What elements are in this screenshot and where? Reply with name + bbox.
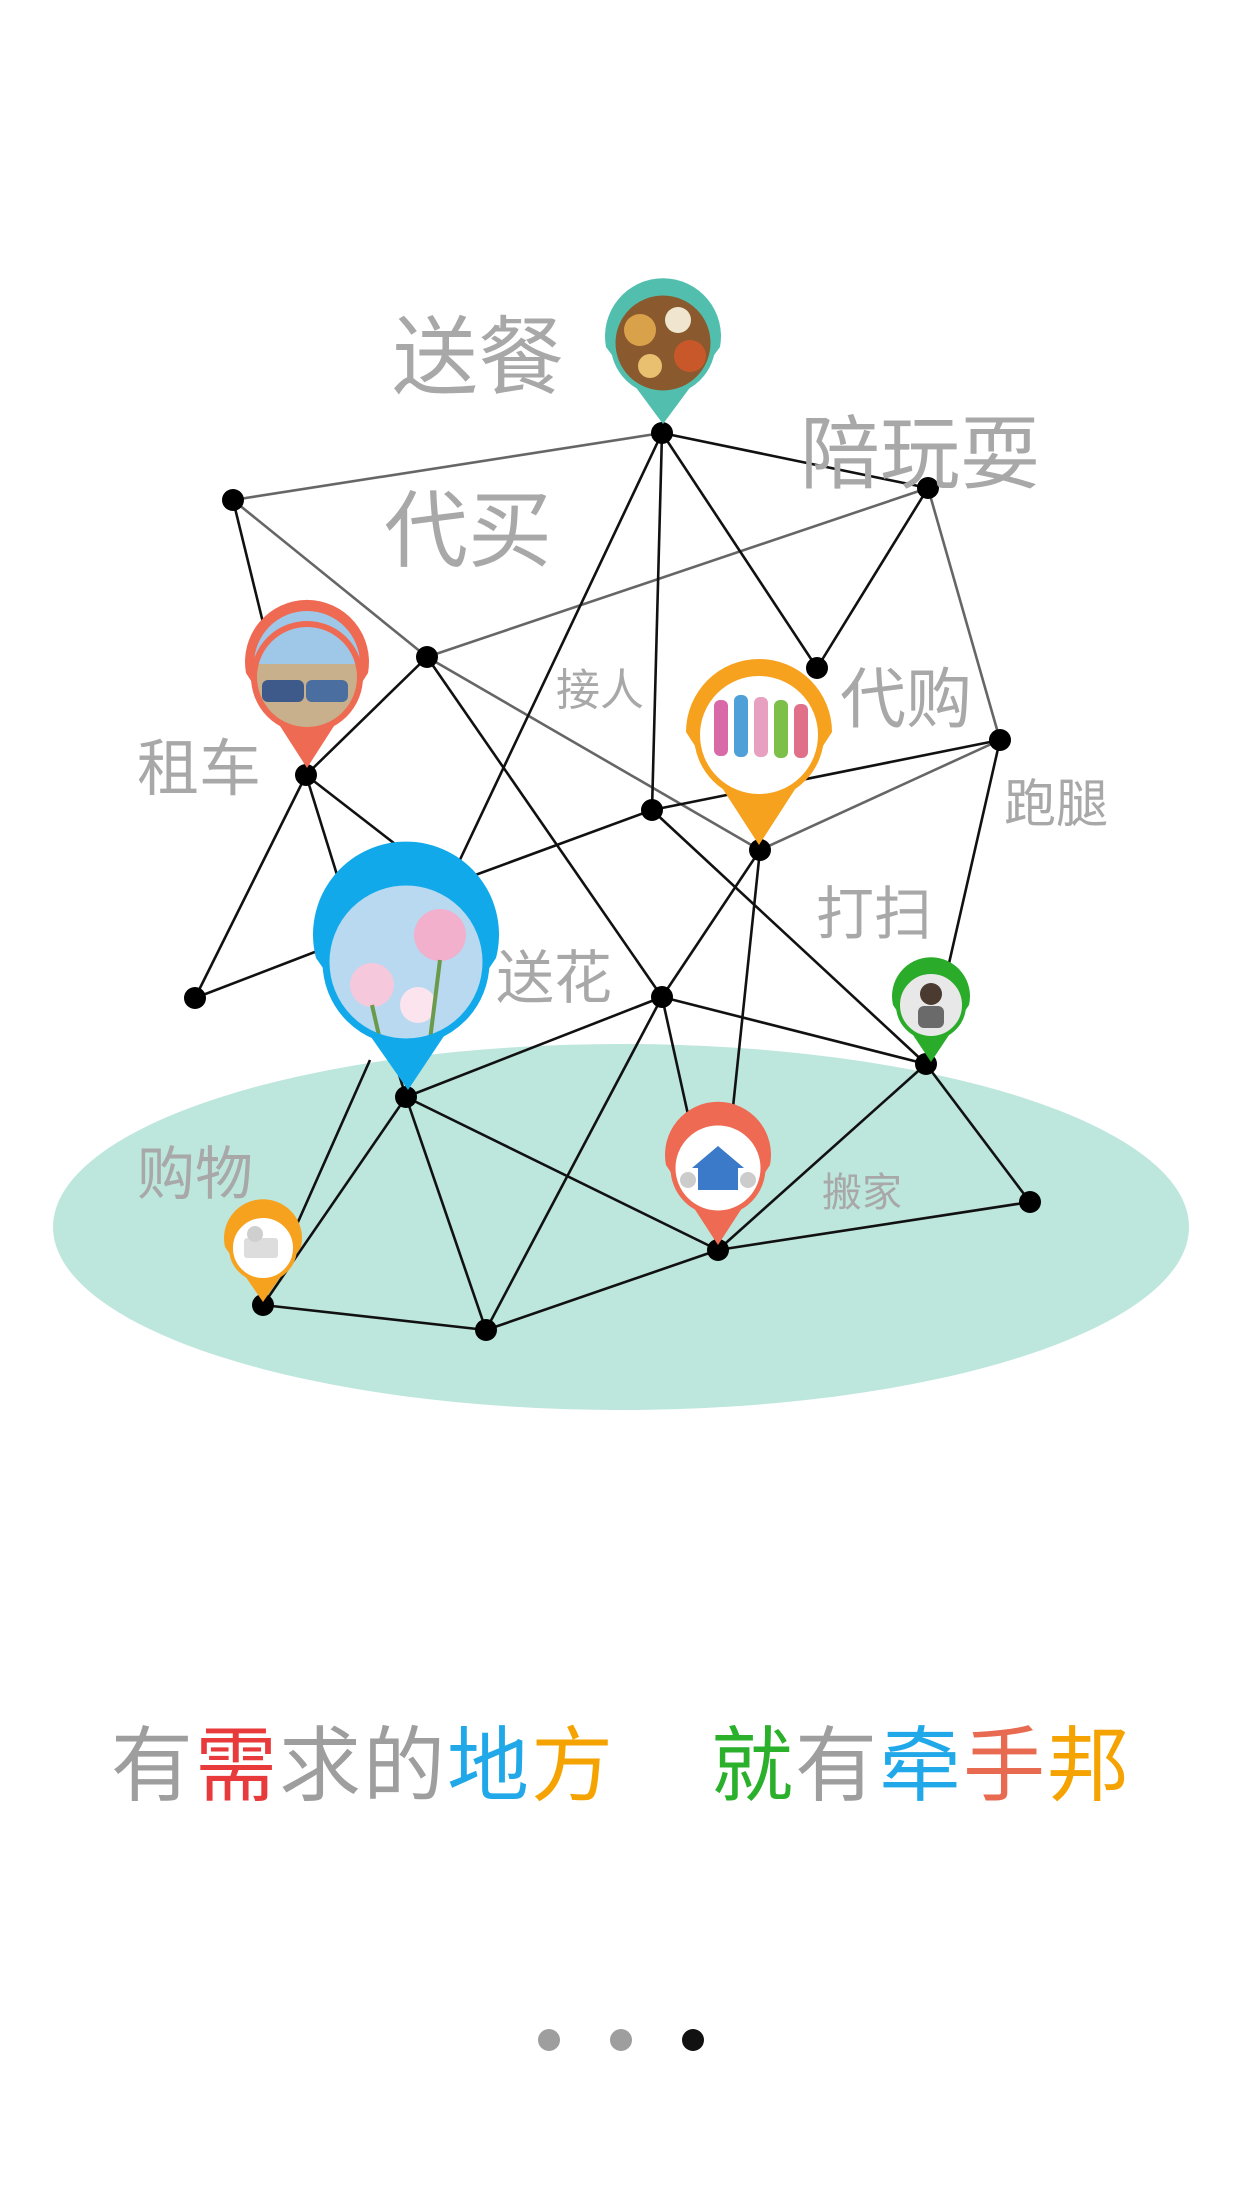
label-car-rental: 租车 — [137, 732, 261, 805]
label-errands: 跑腿 — [1004, 775, 1108, 835]
page-dot-active[interactable] — [682, 2029, 704, 2051]
label-proxy-purchase: 代购 — [840, 661, 972, 738]
slogan-char: 求的 — [278, 1719, 447, 1814]
slogan-char: 手 — [963, 1719, 1048, 1814]
food-delivery-pin-icon[interactable] — [604, 278, 721, 424]
label-pickup: 接人 — [556, 665, 644, 716]
label-companion-play: 陪玩耍 — [800, 408, 1040, 501]
page-dot[interactable] — [538, 2029, 560, 2051]
label-food-delivery: 送餐 — [392, 308, 564, 408]
moving-pin-icon[interactable] — [665, 1101, 771, 1245]
cleaning-pin-icon[interactable] — [892, 957, 971, 1062]
service-network-illustration: 送餐 陪玩耍 代买 接人 代购 租车 跑腿 打扫 送花 购物 搬家 — [53, 278, 1189, 1410]
slogan-char: 有 — [795, 1719, 880, 1814]
label-proxy-buy: 代买 — [384, 482, 552, 580]
page-indicator — [0, 2020, 1242, 2060]
page-dot[interactable] — [610, 2029, 632, 2051]
slogan-char: 地 — [446, 1719, 531, 1814]
flower-delivery-pin-icon[interactable] — [313, 841, 500, 1090]
label-moving: 搬家 — [822, 1170, 902, 1216]
label-flower-delivery: 送花 — [496, 944, 612, 1012]
slogan-char: 方 — [530, 1719, 615, 1814]
car-rental-pin-icon[interactable] — [245, 599, 369, 768]
slogan-char: 有 — [110, 1719, 195, 1814]
slogan-char: 牵 — [879, 1719, 964, 1814]
slogan-char: 需 — [194, 1719, 279, 1814]
ground-ellipse — [53, 1044, 1189, 1410]
shopping-pin-icon[interactable] — [224, 1199, 302, 1302]
label-shopping: 购物 — [137, 1140, 253, 1208]
label-cleaning: 打扫 — [816, 880, 932, 948]
slogan-char: 就 — [711, 1719, 796, 1814]
slogan: 有需求的地方就有牵手邦 — [0, 1712, 1242, 1822]
proxy-purchase-pin-icon[interactable] — [686, 659, 832, 845]
slogan-char: 邦 — [1047, 1719, 1132, 1814]
